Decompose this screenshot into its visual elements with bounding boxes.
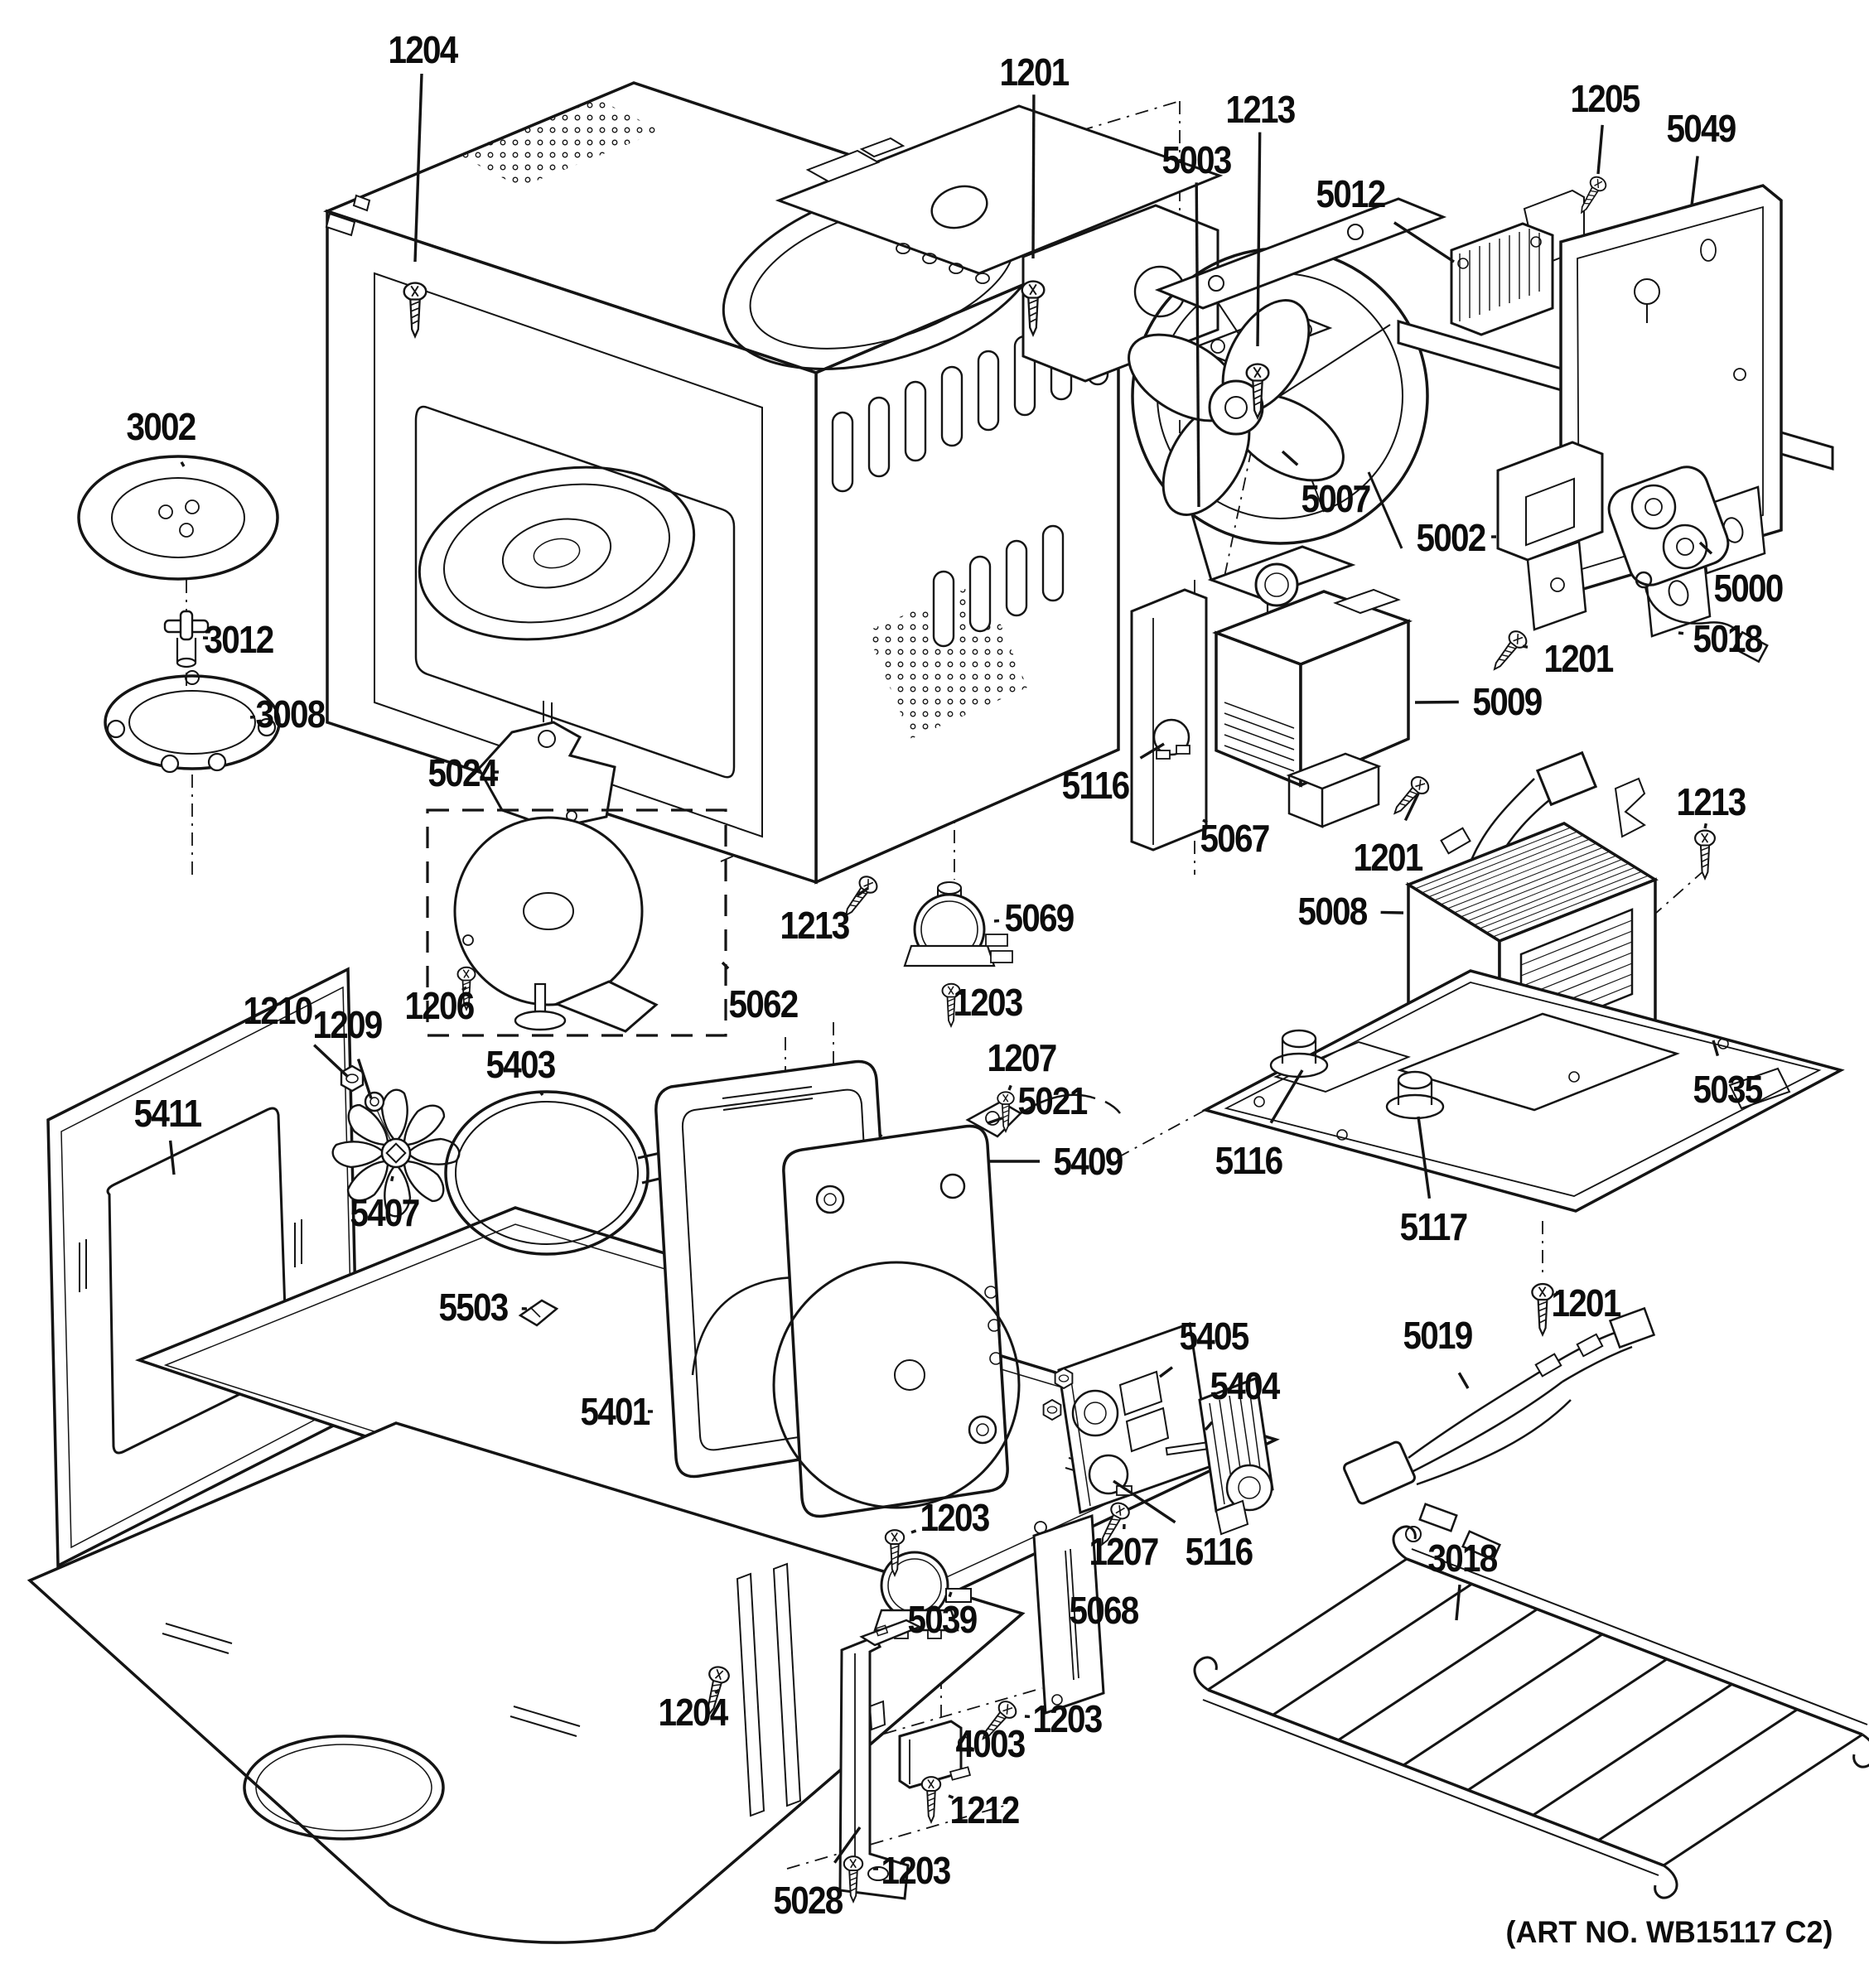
washer-drawing [364,1091,385,1112]
thermostat-5116-drawing [1269,1029,1329,1078]
thermostat-5117-drawing [1385,1070,1445,1120]
turntable-tray-drawing [77,455,279,581]
turntable-coupler-drawing [163,610,210,668]
wire-rack-drawing [1193,1525,1869,1899]
base-pan-lower-drawing [27,1421,1026,1944]
door-switch-drawing [898,1720,972,1789]
turntable-motor-drawing [903,881,1013,967]
door-clip-drawing [965,1093,1121,1138]
convection-fan-drawing [331,1088,461,1218]
magnetron-drawing [1212,562,1413,828]
art-number: (ART NO. WB15117 C2) [1505,1915,1833,1949]
oven-cavity-drawing [323,81,1123,885]
duct-cover-drawing [1032,1513,1105,1715]
fan-motor-drawing [1450,189,1585,336]
roller-ring-drawing [104,670,281,774]
duct-bracket-drawing [1496,441,1604,631]
latch-board-drawing [1057,1321,1218,1515]
wire-harness-drawing [1343,1306,1656,1561]
leader-lines [168,73,1720,1870]
door-back-cover-drawing [772,1124,1021,1518]
rear-panel-drawing [1559,184,1783,638]
blower-housing-drawing [722,104,1333,383]
stirrer-cover-drawing [426,808,727,1037]
switch-holder-drawing [1198,1376,1274,1536]
lamp-wire-drawing [1635,571,1769,663]
base-plate-drawing [1201,969,1845,1213]
lamp-socket-drawing [1607,466,1730,586]
door-gasket-strips-drawing [736,1562,802,1817]
magnetron-bracket-drawing [1130,588,1208,852]
small-clip-drawing [518,1299,559,1327]
fan-blade-drawing [1128,299,1345,516]
